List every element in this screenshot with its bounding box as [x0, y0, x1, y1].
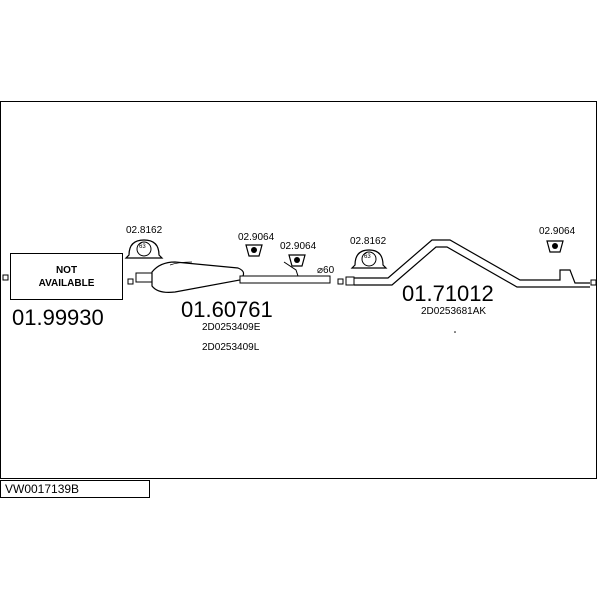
model-code: VW0017139B — [5, 482, 80, 496]
hanger-b-number: 02.9064 — [280, 241, 317, 252]
rear-pipe-part-number: 01.71012 — [402, 281, 494, 306]
middle-silencer-oem-1: 2D0253409E — [202, 322, 261, 333]
connector-square — [590, 279, 597, 286]
model-code-box: VW0017139B — [0, 480, 150, 498]
middle-silencer-drawing — [135, 261, 331, 293]
rear-pipe-oem-1: 2D0253681AK — [421, 306, 487, 317]
middle-silencer-oem-2: 2D0253409L — [202, 342, 260, 353]
clamp-right-size: 63 — [364, 254, 371, 260]
clamp-left-number: 02.8162 — [126, 225, 163, 236]
connector-square — [127, 278, 134, 285]
not-available-box: NOT AVAILABLE — [10, 253, 123, 300]
connector-square — [337, 278, 344, 285]
hanger-c-number: 02.9064 — [539, 226, 576, 237]
rear-pipe-drawing — [345, 239, 590, 288]
connector-square — [2, 274, 9, 281]
front-pipe-part-number: 01.99930 — [12, 305, 104, 330]
hanger-a-drawing — [245, 244, 263, 257]
clamp-left-drawing — [124, 239, 164, 259]
pipe-diameter-label: ⌀60 — [317, 265, 335, 276]
clamp-right-number: 02.8162 — [350, 236, 387, 247]
dot-mark — [454, 331, 456, 333]
hanger-a-number: 02.9064 — [238, 232, 275, 243]
clamp-left-size: 63 — [139, 244, 146, 250]
clamp-right-drawing — [350, 249, 388, 269]
hanger-c-drawing — [546, 240, 564, 253]
middle-silencer-part-number: 01.60761 — [181, 297, 273, 322]
diagram-frame — [0, 101, 597, 479]
not-available-line2: AVAILABLE — [38, 277, 95, 289]
hanger-b-drawing — [288, 254, 306, 267]
not-available-line1: NOT — [55, 264, 78, 276]
